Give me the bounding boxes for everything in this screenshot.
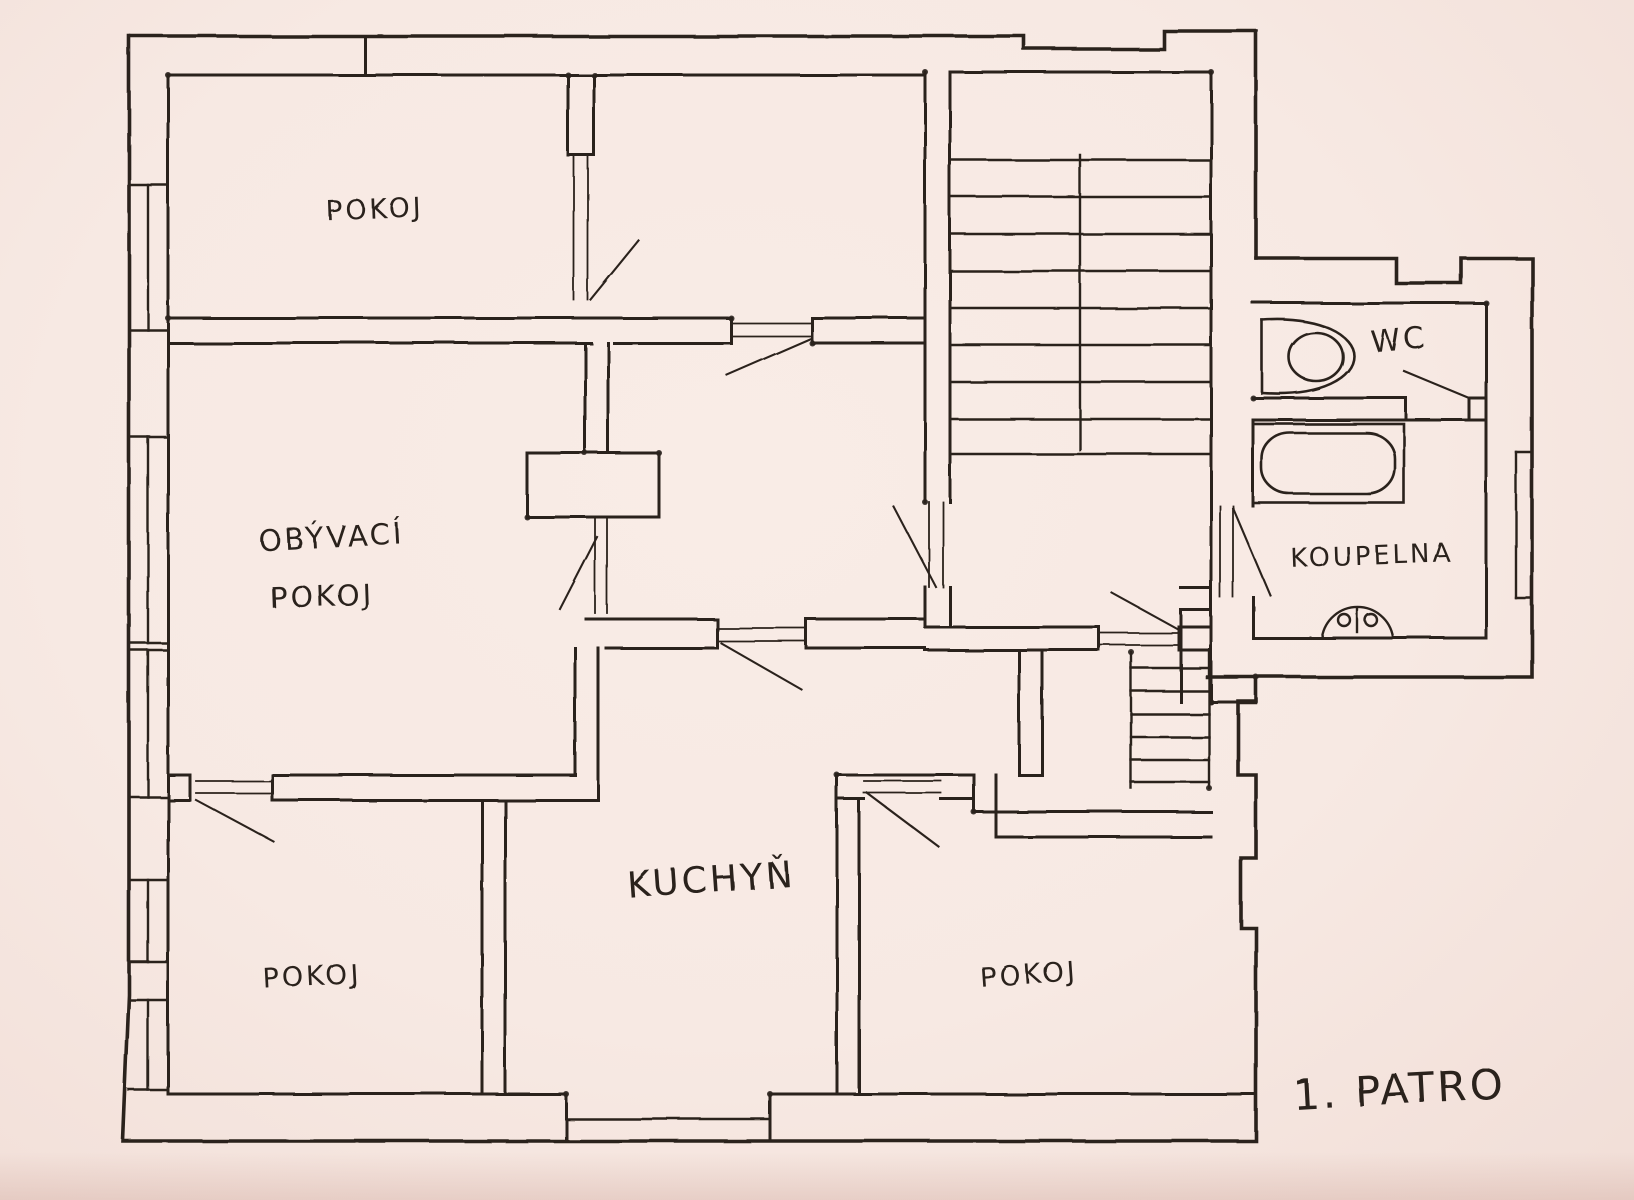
door-swing-lines (194, 239, 1471, 849)
room-label-koupelna: KOUPELNA (1290, 538, 1454, 574)
room-label-wc: WC (1369, 321, 1428, 361)
window-symbols (127, 183, 1534, 1121)
sink-icon (1320, 605, 1395, 639)
door-openings (195, 154, 1234, 794)
secondary-staircase (1129, 650, 1211, 790)
room-label-pokoj-bottom-right: POKOJ (979, 957, 1079, 995)
room-labels: POKOJ OBÝVACÍ POKOJ KUCHYŇ POKOJ POKOJ W… (258, 192, 1507, 1119)
room-label-pokoj-bottom-left: POKOJ (262, 958, 361, 994)
room-label-pokoj-top: POKOJ (325, 192, 424, 226)
floor-label: 1. PATRO (1291, 1059, 1507, 1119)
room-label-kuchyn: KUCHYŇ (626, 853, 797, 907)
ink-corner-dots (165, 69, 1489, 1097)
main-staircase (948, 153, 1213, 456)
bathtub-icon (1251, 422, 1406, 505)
room-label-obyvaci: OBÝVACÍ (258, 516, 406, 558)
room-label-obyvaci-pokoj: POKOJ (269, 577, 374, 615)
toilet-icon (1260, 318, 1356, 395)
